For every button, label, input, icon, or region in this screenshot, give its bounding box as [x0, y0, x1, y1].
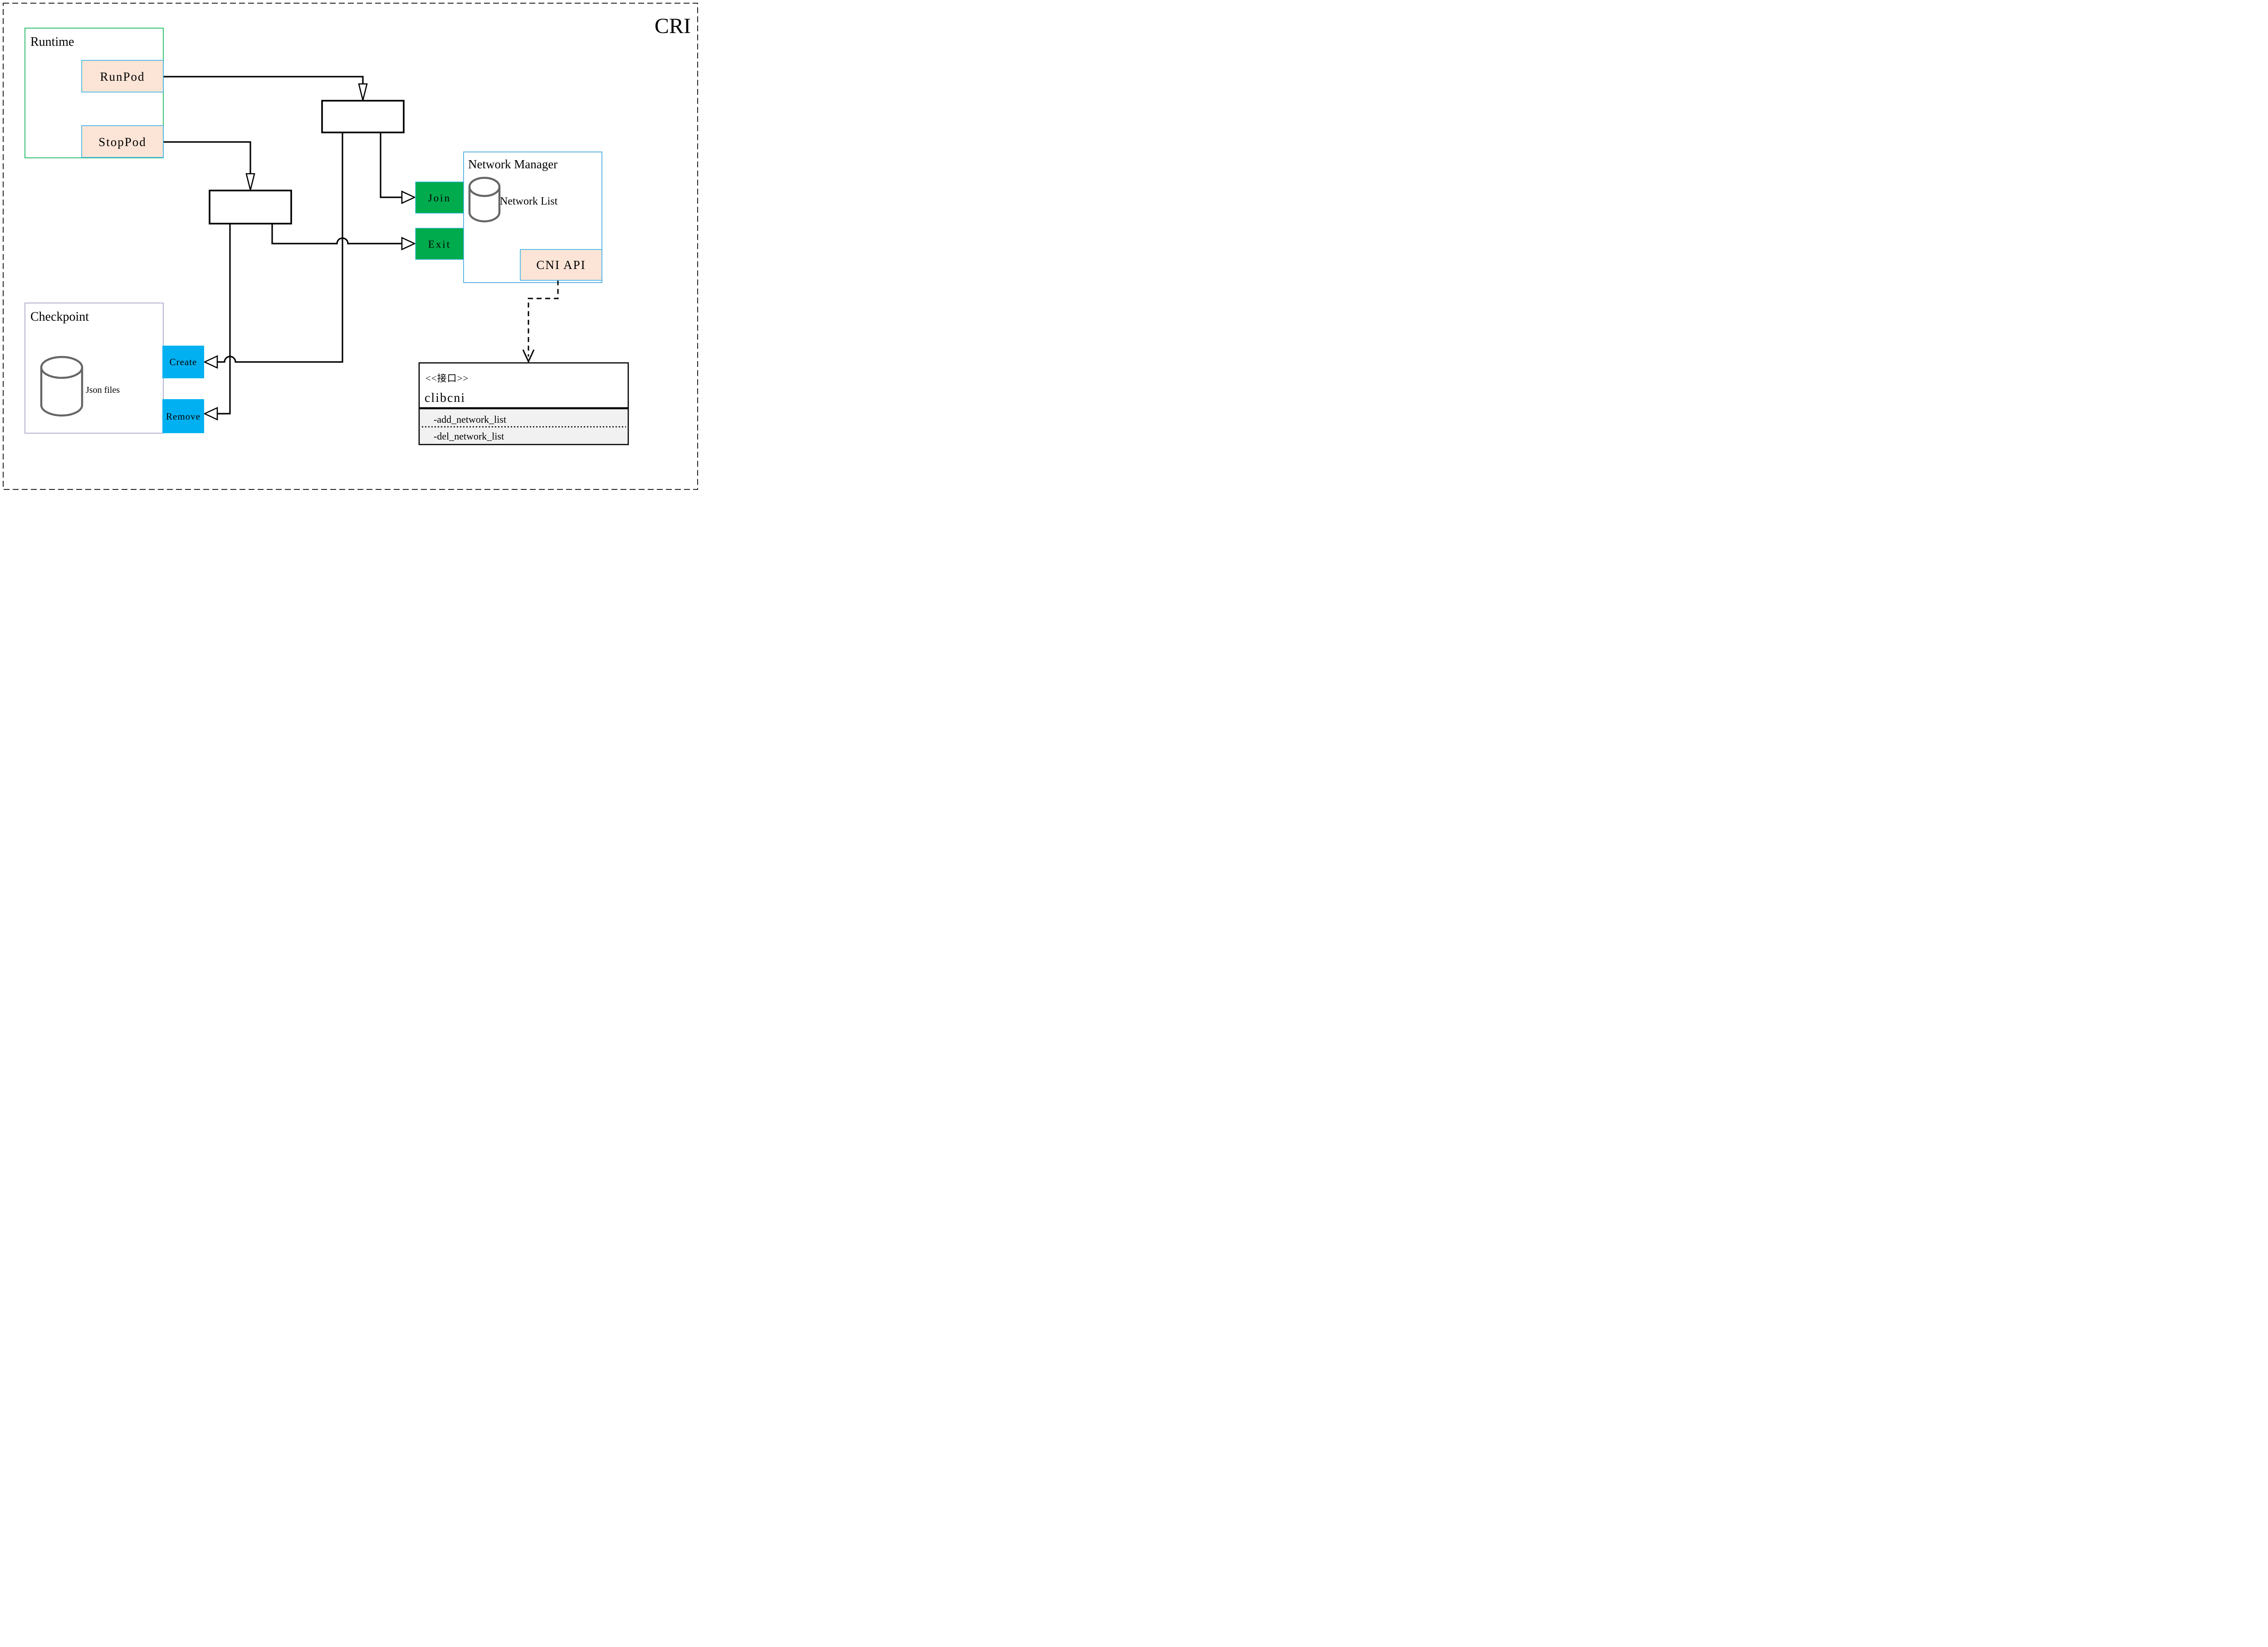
connector-merge2-to-remove: [218, 224, 231, 415]
empty-process-box-runpod-path: [321, 100, 405, 133]
connector-merge1-to-join: [380, 132, 402, 198]
page-title: CRI: [655, 14, 691, 38]
arrowhead-into-exit: [401, 236, 416, 251]
cni-api-node-label: CNI API: [536, 258, 586, 272]
connector-merge1-to-create: [218, 132, 343, 363]
connector-cniapi-to-clibcni-dashed: [528, 280, 559, 357]
arrowhead-into-merge1: [358, 83, 368, 101]
network-manager-group-label: Network Manager: [468, 157, 557, 171]
runtime-group-label: Runtime: [30, 35, 74, 49]
network-list-label: Network List: [500, 195, 558, 207]
connector-stoppod-to-merge2: [163, 141, 251, 174]
runpod-node: [81, 60, 164, 93]
checkpoint-group-label: Checkpoint: [30, 310, 89, 324]
join-node-label: Join: [428, 192, 451, 204]
create-node-label: Create: [170, 357, 197, 367]
diagram-canvas: CRI Runtime Checkpoint Network Manager R…: [0, 0, 701, 493]
json-files-label: Json files: [86, 385, 120, 395]
clibcni-name-label: clibcni: [425, 391, 465, 405]
clibcni-stereotype-label: <<接口>>: [425, 373, 469, 384]
network-list-database-icon-top: [468, 176, 501, 197]
exit-node: [415, 228, 464, 260]
remove-node-label: Remove: [166, 411, 200, 422]
cri-architecture-diagram: CRI Runtime Checkpoint Network Manager R…: [3, 3, 698, 490]
remove-node: [162, 399, 204, 433]
arrowhead-into-remove: [203, 406, 218, 421]
join-node: [415, 181, 464, 214]
empty-process-box-stoppod-path: [209, 190, 292, 225]
clibcni-method-del-label: -del_network_list: [434, 430, 504, 442]
arrowhead-into-join: [401, 190, 416, 205]
page-dashed-border: [3, 3, 698, 490]
arrowhead-into-clibcni: [522, 349, 535, 363]
stoppod-node-label: StopPod: [98, 135, 147, 149]
json-files-database-icon: [40, 367, 83, 417]
arrowhead-into-merge2: [245, 173, 255, 191]
connector-runpod-to-merge1: [163, 76, 364, 84]
stoppod-node: [81, 125, 164, 158]
arrowhead-into-create: [203, 355, 218, 369]
connector-merge2-to-exit: [271, 224, 402, 244]
json-files-database-icon-top: [40, 356, 83, 379]
exit-node-label: Exit: [428, 239, 451, 250]
clibcni-method-add-label: -add_network_list: [434, 414, 506, 425]
cni-api-node: [520, 249, 602, 281]
create-node: [162, 346, 204, 378]
runpod-node-label: RunPod: [100, 70, 145, 83]
